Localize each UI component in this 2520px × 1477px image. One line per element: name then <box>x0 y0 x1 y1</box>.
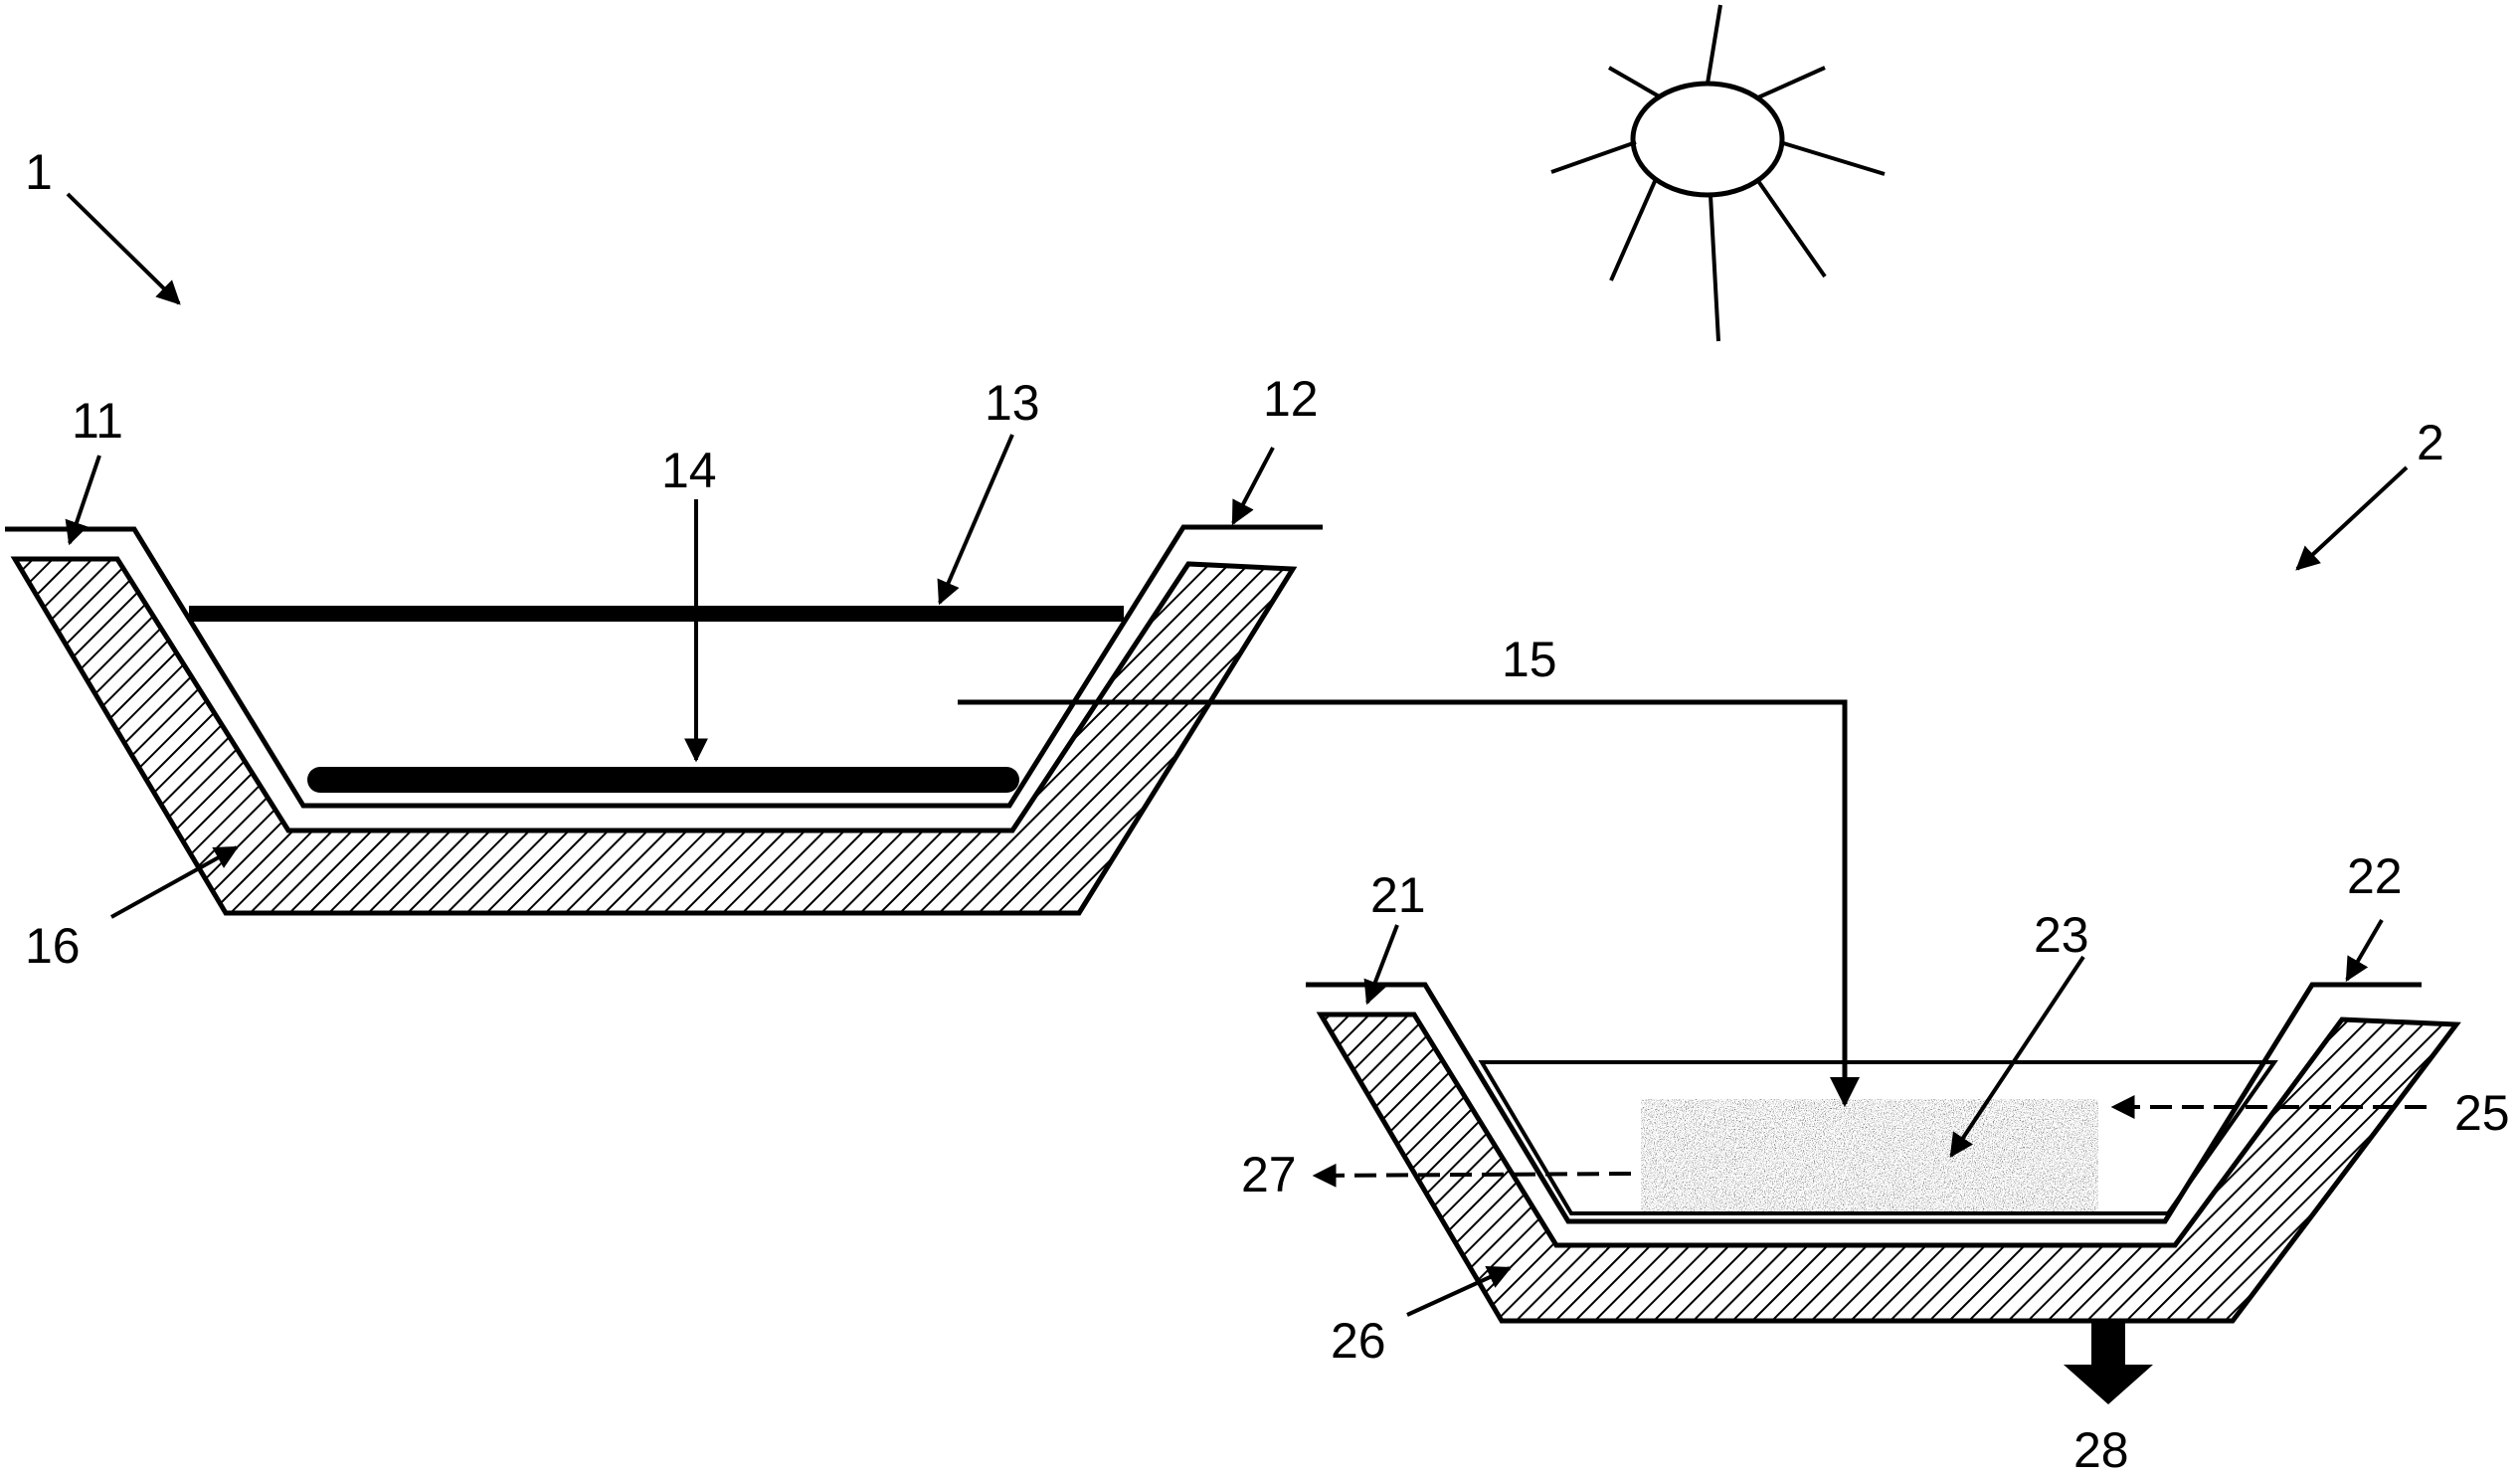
leader-1 <box>66 192 181 305</box>
leader-22 <box>2345 918 2384 983</box>
label-15: 15 <box>1502 632 1557 687</box>
label-27: 27 <box>1241 1147 1297 1202</box>
basin-2-sediment <box>1641 1099 2098 1213</box>
sun-ray <box>1779 140 1886 176</box>
label-22: 22 <box>2347 848 2403 904</box>
basin-1 <box>5 524 1323 916</box>
outflow-arrow-27 <box>1312 1163 1632 1188</box>
label-25: 25 <box>2454 1085 2510 1141</box>
label-system-2: 2 <box>2417 415 2444 470</box>
label-system-1: 1 <box>25 144 53 200</box>
basin-2 <box>1306 982 2461 1324</box>
basin-1-hatched-layer <box>10 556 1298 916</box>
leader-16 <box>110 845 240 919</box>
sun-ray <box>1608 66 1662 99</box>
sun-ray <box>1756 179 1827 278</box>
sun-disc <box>1630 81 1785 198</box>
leader-23 <box>1949 955 2085 1158</box>
sun-ray <box>1757 66 1826 99</box>
label-26: 26 <box>1331 1313 1386 1369</box>
basin-2-water <box>1478 1060 2278 1215</box>
basin-1-liner <box>5 524 1323 809</box>
label-16: 16 <box>25 918 81 974</box>
sun-ray <box>1609 178 1658 281</box>
label-21: 21 <box>1370 867 1426 923</box>
sun-ray <box>1709 194 1720 342</box>
label-13: 13 <box>985 375 1040 431</box>
sun-icon <box>1550 4 1886 342</box>
leader-13 <box>937 434 1014 606</box>
leader-11 <box>65 455 101 546</box>
label-23: 23 <box>2034 907 2089 963</box>
outlet-arrow-28 <box>2064 1321 2153 1404</box>
label-28: 28 <box>2073 1422 2129 1477</box>
label-11: 11 <box>72 393 123 449</box>
label-14: 14 <box>661 443 717 498</box>
basin-2-liner <box>1306 982 2422 1224</box>
leader-12 <box>1231 447 1275 526</box>
sun-ray <box>1706 4 1722 85</box>
leader-26 <box>1406 1266 1513 1317</box>
sun-ray <box>1550 140 1637 174</box>
leader-2 <box>2295 465 2409 571</box>
transfer-line-15 <box>958 699 1860 1107</box>
basin-2-hatched-layer <box>1316 1012 2461 1324</box>
leader-21 <box>1363 924 1399 1006</box>
label-12: 12 <box>1263 371 1319 427</box>
